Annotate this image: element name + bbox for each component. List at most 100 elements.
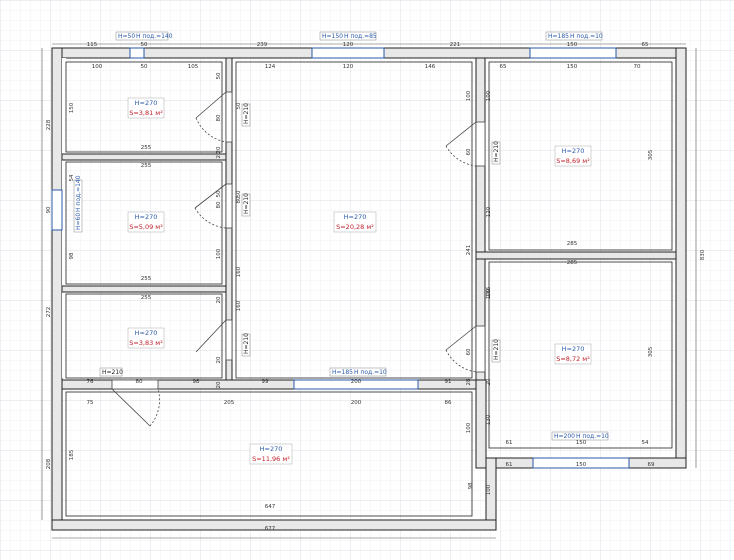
room-r7-height: H=270 bbox=[260, 445, 283, 453]
room-label-r2[interactable]: H=270 S=5,09 м² bbox=[127, 211, 165, 233]
window-w5[interactable] bbox=[532, 457, 630, 469]
dimension-label: 208 bbox=[46, 458, 52, 469]
door-d4[interactable] bbox=[475, 121, 486, 167]
room-r4-area: S=20,28 м² bbox=[336, 223, 374, 231]
dimension-label: 65 bbox=[500, 64, 507, 70]
window-w1-height: H=50 bbox=[118, 33, 135, 40]
dimension-label: 70 bbox=[634, 64, 641, 70]
door-d2[interactable] bbox=[225, 183, 233, 229]
dimension-label: 20 bbox=[216, 151, 222, 158]
dimension-label: 76 bbox=[87, 379, 94, 385]
dimension-label: 255 bbox=[141, 145, 152, 151]
dimension-label: 205 bbox=[224, 400, 235, 406]
dimension-label: 50 bbox=[216, 72, 222, 79]
dimension-label: 228 bbox=[46, 119, 52, 130]
door-d4-height: H=210 bbox=[493, 141, 500, 162]
dimension-label: 150 bbox=[567, 64, 578, 70]
partition-r2-r3[interactable] bbox=[61, 285, 233, 293]
room-r1-height: H=270 bbox=[135, 99, 158, 107]
window-w2-height: H=150 bbox=[322, 33, 343, 40]
door-d1-leaf bbox=[195, 91, 227, 119]
window-w3-height: H=185 bbox=[548, 33, 569, 40]
dimension-label: 98 bbox=[69, 252, 75, 259]
room-r2-height: H=270 bbox=[135, 213, 158, 221]
partition-r7-east[interactable] bbox=[475, 379, 487, 469]
dimension-label: 100 bbox=[466, 90, 472, 101]
room-r6-height: H=270 bbox=[562, 345, 585, 353]
window-w4[interactable] bbox=[293, 379, 419, 390]
door-d5[interactable] bbox=[475, 325, 486, 373]
dimension-label: 677 bbox=[265, 526, 276, 532]
west-wall[interactable] bbox=[51, 47, 63, 521]
dimension-label: 272 bbox=[46, 307, 52, 318]
dimension-label: 100 bbox=[486, 288, 492, 299]
dimension-label: 120 bbox=[486, 206, 492, 217]
door-d2-height: H=210 bbox=[243, 193, 250, 214]
dimension-label: 100 bbox=[466, 422, 472, 433]
dimension-label: 20 bbox=[216, 356, 222, 363]
window-labels: H=50 H под.=140 H=150 H под.=85 H=185 H … bbox=[73, 31, 609, 441]
dimension-label: 80 bbox=[236, 196, 242, 203]
dimension-label: 69 bbox=[648, 462, 655, 468]
door-d1-height: H=210 bbox=[243, 103, 250, 124]
south-wall[interactable] bbox=[51, 519, 497, 531]
dimension-label: 28 bbox=[466, 378, 472, 385]
east-wall[interactable] bbox=[675, 47, 687, 469]
dimension-lines bbox=[41, 43, 697, 539]
dimension-label: 130 bbox=[486, 414, 492, 425]
dimension-label: 100 bbox=[216, 248, 222, 259]
room-r4-height: H=270 bbox=[344, 213, 367, 221]
dimension-label: 100 bbox=[486, 484, 492, 495]
room-label-r6[interactable]: H=270 S=8,72 м² bbox=[554, 343, 592, 365]
door-d6[interactable] bbox=[111, 379, 159, 390]
door-d5-height: H=210 bbox=[493, 339, 500, 360]
dimension-label: 115 bbox=[87, 42, 98, 48]
dimension-label: 20 bbox=[216, 146, 222, 153]
dimension-label: 50 bbox=[236, 190, 242, 197]
dimension-label: 255 bbox=[141, 276, 152, 282]
window-w4-height: H=185 bbox=[332, 369, 353, 376]
dimension-label: 150 bbox=[69, 102, 75, 113]
partition-r1-r2[interactable] bbox=[61, 153, 233, 161]
dimension-label: 285 bbox=[567, 241, 578, 247]
dimension-label: 146 bbox=[425, 64, 436, 70]
dimension-label: 150 bbox=[576, 440, 587, 446]
dimension-label: 90 bbox=[46, 206, 52, 213]
dimension-label: 120 bbox=[343, 64, 354, 70]
window-w1-sill: H под.=140 bbox=[136, 33, 173, 40]
dimension-label: 185 bbox=[69, 449, 75, 460]
room-label-r5[interactable]: H=270 S=8,69 м² bbox=[554, 145, 592, 167]
room-label-r1[interactable]: H=270 S=3,81 м² bbox=[127, 97, 165, 119]
window-w2-sill: H под.=85 bbox=[344, 33, 377, 40]
dimension-label: 150 bbox=[567, 42, 578, 48]
dimension-label: 239 bbox=[257, 42, 268, 48]
dimension-label: 60 bbox=[466, 348, 472, 355]
room-label-r7[interactable]: H=270 S=11,96 м² bbox=[249, 443, 293, 465]
dimension-label: 255 bbox=[141, 163, 152, 169]
door-d3-height: H=210 bbox=[243, 333, 250, 354]
window-w4-sill: H под.=10 bbox=[354, 369, 387, 376]
dimension-label: 75 bbox=[87, 400, 94, 406]
dimension-label: 80 bbox=[216, 114, 222, 121]
dimension-label: 60 bbox=[466, 148, 472, 155]
dimension-label: 186 bbox=[486, 286, 492, 297]
window-w6[interactable] bbox=[51, 189, 63, 231]
dimension-label: 124 bbox=[265, 64, 276, 70]
door-d6-height: H=210 bbox=[102, 369, 123, 376]
room-labels: H=270 S=3,81 м² H=270 S=5,09 м² H=270 S=… bbox=[127, 97, 592, 465]
partition-r5-r6[interactable] bbox=[475, 251, 677, 260]
dimension-label: 91 bbox=[445, 379, 452, 385]
room-label-r3[interactable]: H=270 S=3,83 м² bbox=[127, 327, 165, 349]
room-label-r4[interactable]: H=270 S=20,28 м² bbox=[333, 211, 377, 233]
room-r5-height: H=270 bbox=[562, 147, 585, 155]
window-w3[interactable] bbox=[529, 47, 617, 59]
door-d3[interactable] bbox=[225, 319, 233, 361]
window-w2[interactable] bbox=[311, 47, 385, 59]
dimension-label: 830 bbox=[700, 249, 706, 260]
room-r2-area: S=5,09 м² bbox=[129, 223, 163, 231]
door-d1[interactable] bbox=[225, 91, 233, 143]
window-w1[interactable] bbox=[129, 47, 145, 59]
dimension-label: 647 bbox=[265, 504, 276, 510]
